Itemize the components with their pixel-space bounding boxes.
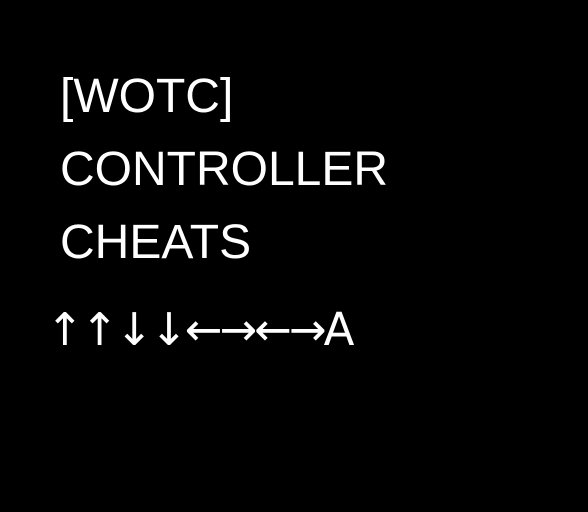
title-line-1: [WOTC] (60, 70, 234, 123)
title-line-2: CONTROLLER (60, 143, 389, 196)
title-line-3: CHEATS (60, 216, 252, 269)
cheat-code-sequence: ↑↑↓↓←→←→A (46, 303, 354, 356)
